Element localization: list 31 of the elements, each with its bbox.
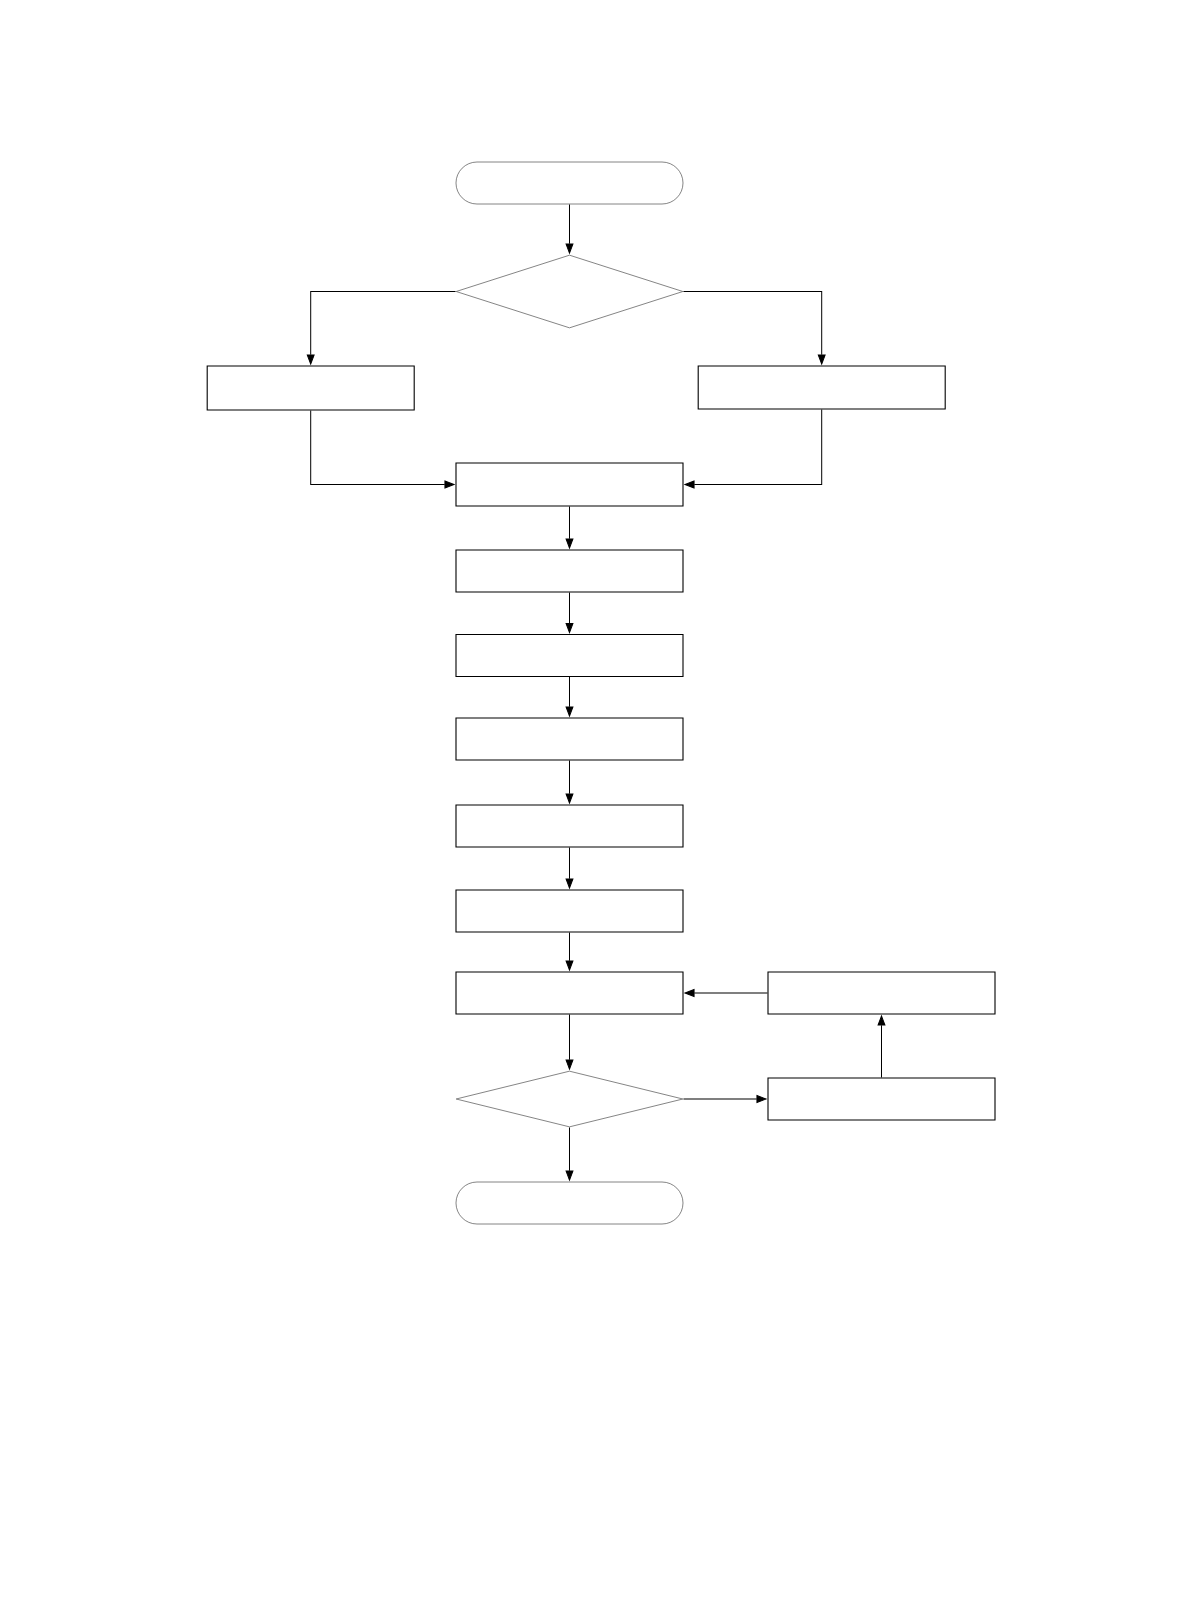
process-box xyxy=(455,633,684,678)
arrow xyxy=(565,203,574,254)
arrow xyxy=(565,506,574,549)
process-box xyxy=(767,1077,996,1121)
arrow xyxy=(310,410,455,489)
arrow xyxy=(306,291,457,365)
arrow xyxy=(565,932,574,971)
arrow xyxy=(565,1126,574,1181)
process-box xyxy=(455,549,684,593)
decision-diamond xyxy=(455,1070,684,1128)
process-box xyxy=(206,365,415,411)
arrow xyxy=(565,847,574,889)
process-box xyxy=(455,971,684,1015)
process-box xyxy=(455,717,684,761)
process-box xyxy=(455,804,684,848)
decision-diamond xyxy=(455,254,684,329)
arrow xyxy=(684,409,823,489)
arrow xyxy=(877,1015,886,1078)
arrow xyxy=(565,676,574,717)
arrow xyxy=(565,760,574,804)
process-box xyxy=(697,365,946,410)
arrow xyxy=(682,1095,767,1103)
process-box xyxy=(455,462,684,507)
terminal-box xyxy=(455,1181,684,1225)
arrow xyxy=(682,291,826,365)
terminal-box xyxy=(455,161,684,205)
arrow xyxy=(565,1014,574,1070)
arrow xyxy=(684,989,768,997)
process-box xyxy=(767,971,996,1015)
arrow xyxy=(565,592,574,633)
process-box xyxy=(455,889,684,933)
